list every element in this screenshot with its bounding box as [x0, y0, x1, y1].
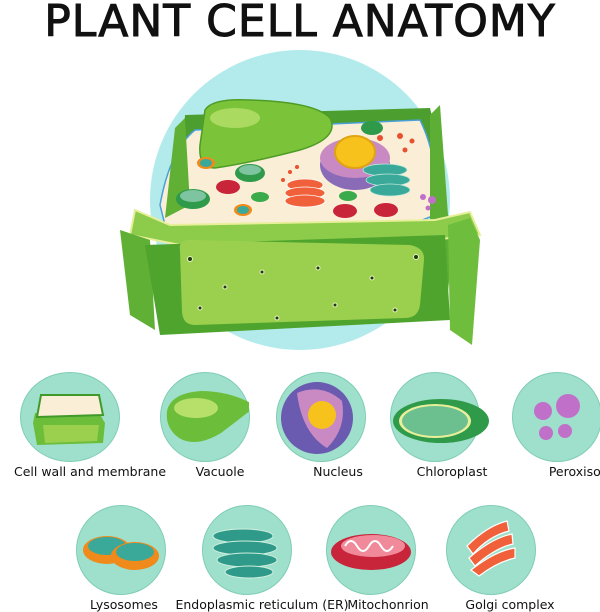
cell-wall-icon — [20, 372, 120, 462]
lysosomes-icon — [76, 505, 166, 595]
cell-wall-front-face — [179, 240, 425, 325]
vacuole-icon — [160, 372, 256, 462]
peroxisomes-icon — [512, 372, 600, 462]
nucleus-icon — [276, 372, 366, 462]
golgi-icon — [446, 505, 536, 595]
er-icon — [202, 505, 292, 595]
page-title: PLANT CELL ANATOMY — [44, 0, 556, 48]
nucleus — [334, 135, 376, 169]
chloroplast-icon — [390, 372, 489, 462]
mitochondrion-icon — [326, 505, 416, 595]
